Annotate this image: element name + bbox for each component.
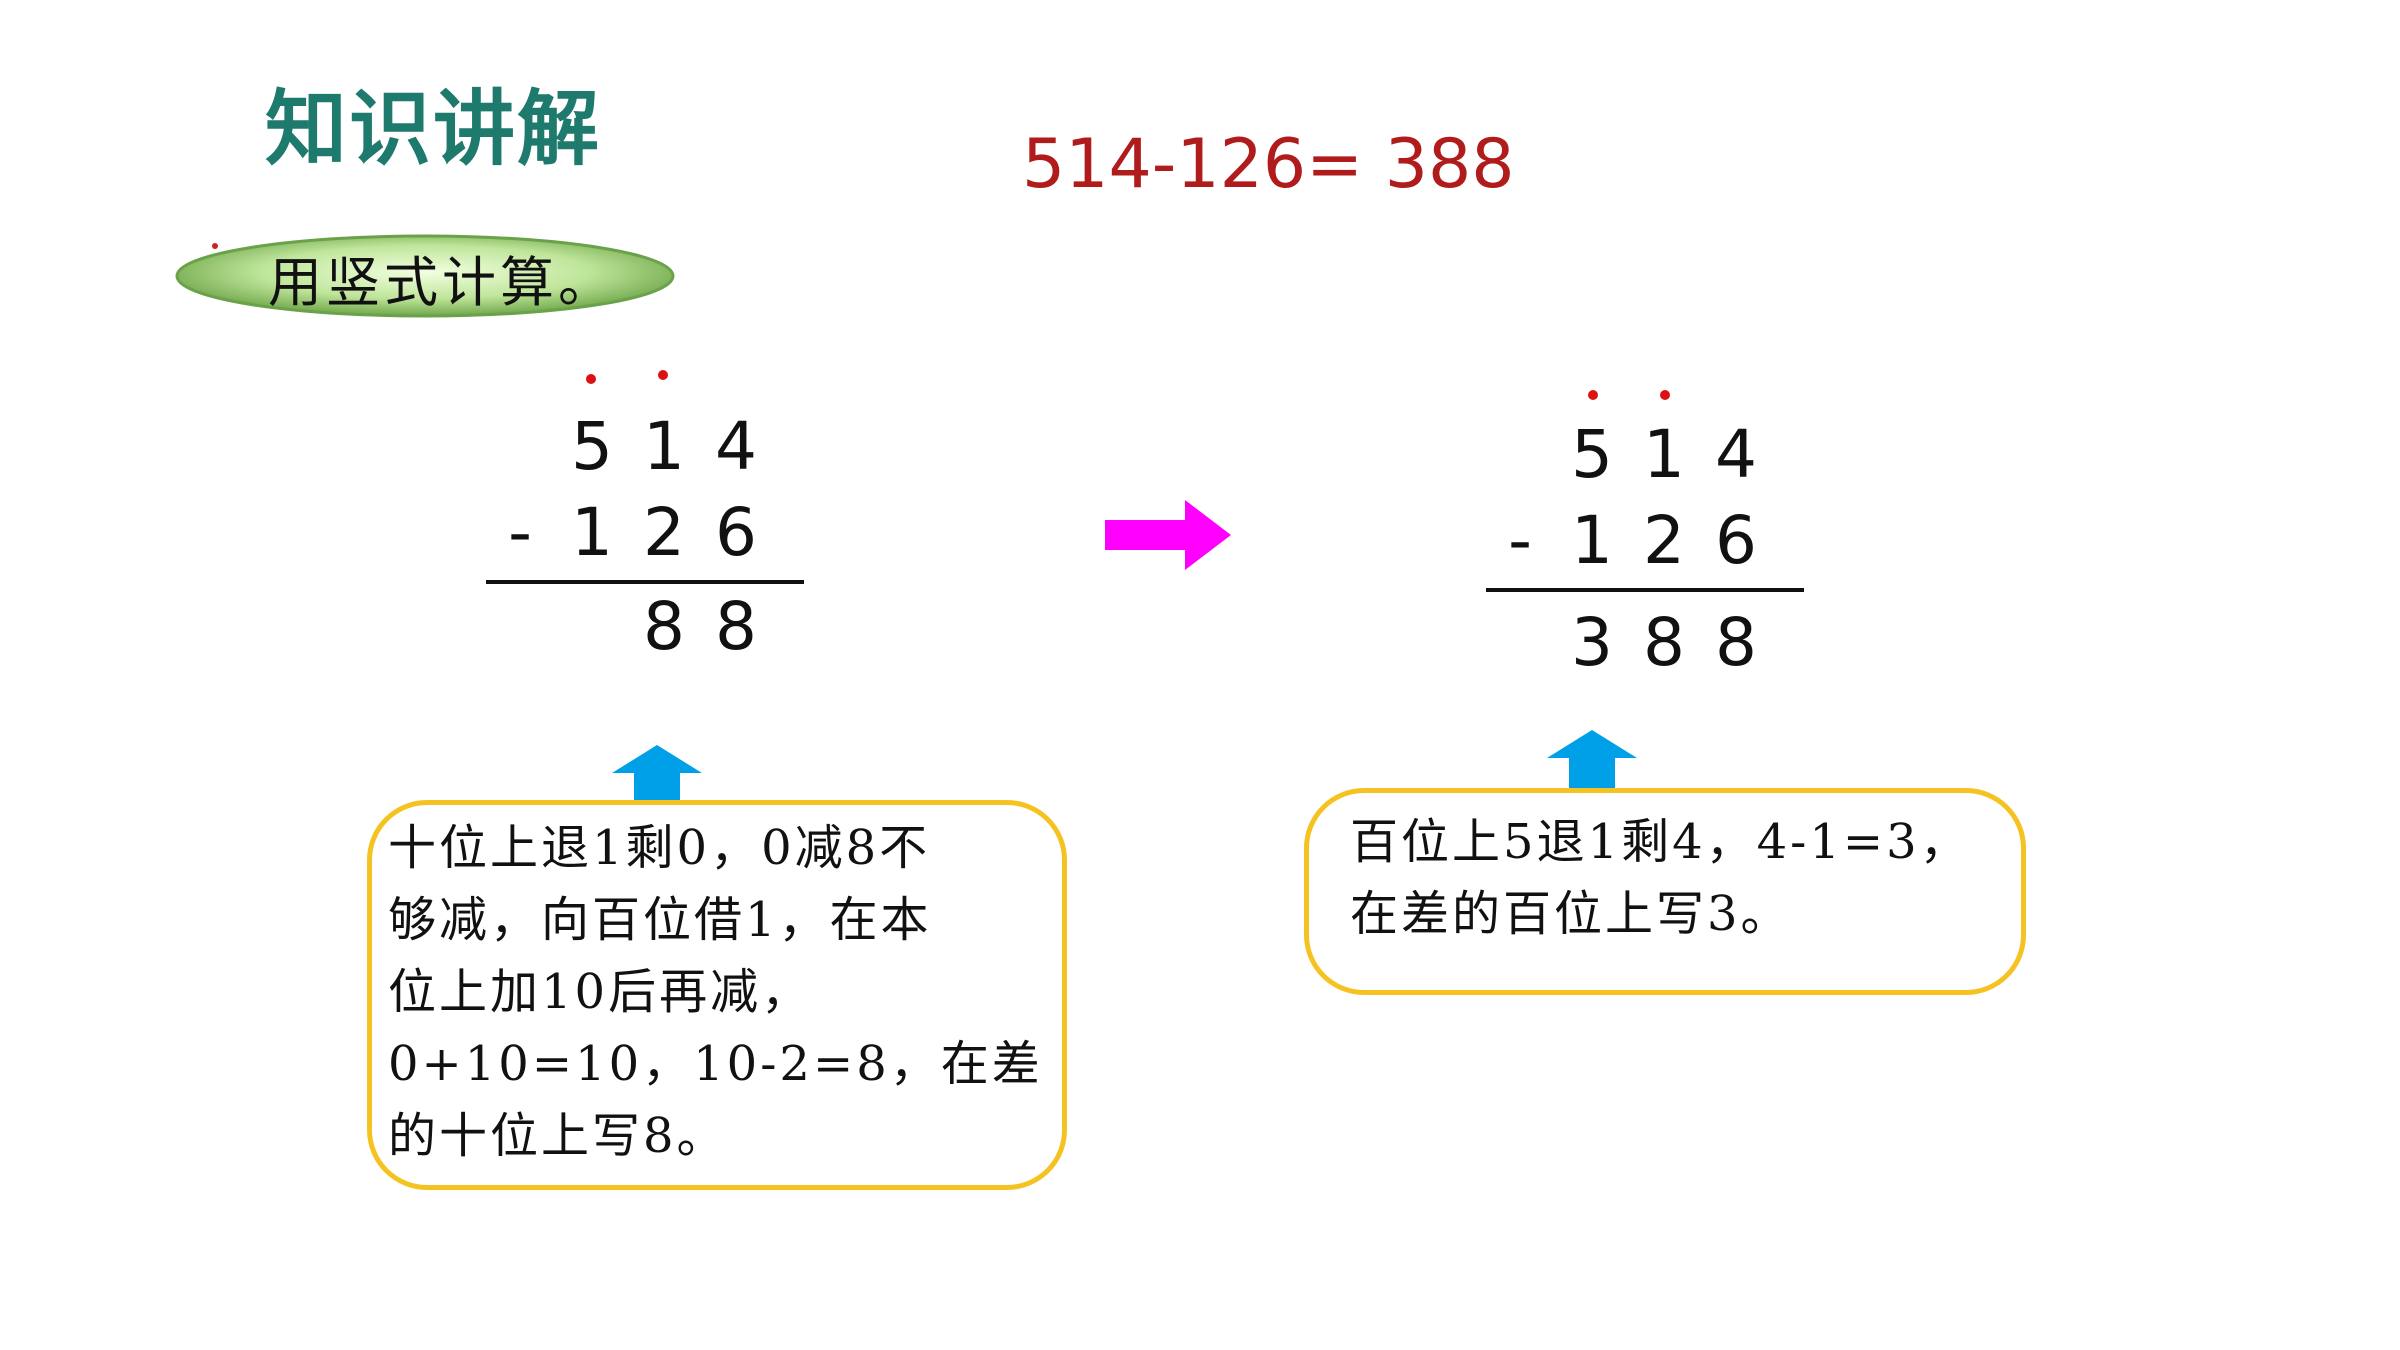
digit: 1 [643,408,685,485]
digit: 8 [1715,604,1757,681]
left-calculation: 5 1 4 - 1 2 6 8 8 [480,360,820,680]
digit: 4 [715,408,757,485]
result-line [486,580,804,584]
borrow-dot [1588,390,1598,400]
digit: 5 [1571,416,1613,493]
digit: 2 [1643,502,1685,579]
digit: 8 [1643,604,1685,681]
note-line: 在差的百位上写3。 [1350,886,1792,942]
note-line: 0+10=10，10-2=8，在差 [388,1036,1043,1092]
left-explanation-text: 十位上退1剩0，0减8不 够减，向百位借1，在本 位上加10后再减， 0+10=… [388,812,1048,1172]
borrow-dot [658,370,668,380]
borrow-dot [1660,390,1670,400]
right-arrow-icon [1105,500,1231,570]
right-calculation: 5 1 4 - 1 2 6 3 8 8 [1480,370,1820,690]
digit: 8 [715,588,757,665]
note-line: 位上加10后再减， [388,964,813,1020]
digit: 1 [571,494,613,571]
up-arrow-icon [1547,730,1637,790]
instruction-pill [175,234,675,318]
note-line: 十位上退1剩0，0减8不 [388,820,931,876]
result-line [1486,588,1804,592]
right-explanation-callout [1304,788,2026,995]
note-line: 百位上5退1剩4，4-1=3， [1350,814,1971,870]
right-explanation-text: 百位上5退1剩4，4-1=3， 在差的百位上写3。 [1350,806,2010,950]
digit: 5 [571,408,613,485]
up-arrow-icon [612,745,702,805]
digit: 6 [715,494,757,571]
digit: 4 [1715,416,1757,493]
digit: 8 [643,588,685,665]
digit: 1 [1643,416,1685,493]
note-line: 够减，向百位借1，在本 [388,892,932,948]
note-line: 的十位上写8。 [388,1108,728,1164]
digit: 6 [1715,502,1757,579]
minus-sign: - [508,494,532,571]
equation: 514-126= 388 [1022,125,1515,204]
borrow-dot [586,374,596,384]
instruction-text: 用竖式计算。 [268,251,616,314]
digit: 1 [1571,502,1613,579]
page-title: 知识讲解 [265,82,602,177]
digit: 3 [1571,604,1613,681]
left-explanation-callout [367,800,1067,1190]
minus-sign: - [1508,502,1532,579]
digit: 2 [643,494,685,571]
